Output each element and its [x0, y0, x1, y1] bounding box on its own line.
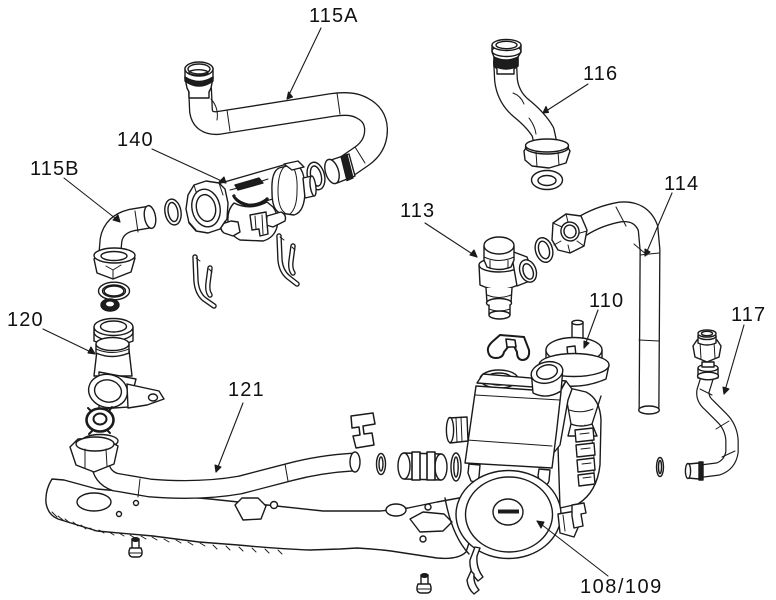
svg-text:120: 120: [7, 309, 44, 331]
svg-text:115A: 115A: [309, 5, 359, 27]
svg-text:115B: 115B: [30, 158, 80, 180]
svg-text:121: 121: [228, 379, 265, 401]
svg-text:114: 114: [664, 173, 699, 195]
svg-text:113: 113: [400, 200, 435, 222]
svg-text:117: 117: [731, 304, 766, 326]
svg-text:110: 110: [589, 290, 624, 312]
svg-text:140: 140: [117, 129, 154, 151]
svg-text:116: 116: [583, 63, 618, 85]
svg-text:108/109: 108/109: [580, 576, 663, 598]
